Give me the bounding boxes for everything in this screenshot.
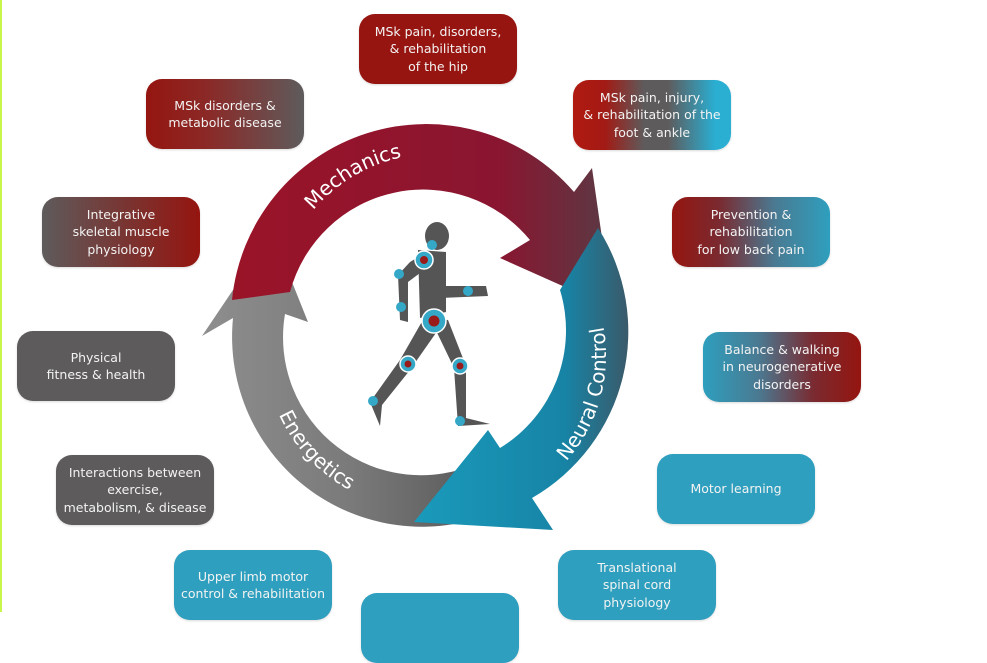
back-ankle-joint-icon [368, 396, 378, 406]
topic-foot-ankle: MSk pain, injury, & rehabilitation of th… [573, 80, 731, 150]
topic-upper-limb: Upper limb motor control & rehabilitatio… [174, 550, 332, 620]
topic-spinal-cord: Translational spinal cord physiology [558, 550, 716, 620]
topic-skeletal-muscle: Integrative skeletal muscle physiology [42, 197, 200, 267]
left-edge-border [0, 0, 2, 612]
topic-motor-learning: Motor learning [657, 454, 815, 524]
front-ankle-joint-icon [455, 416, 465, 426]
topic-msk-metabolic: MSk disorders & metabolic disease [146, 79, 304, 149]
topic-physical-fitness: Physical fitness & health [17, 331, 175, 401]
wrist-joint-icon [396, 302, 406, 312]
neural-control-arrow [414, 228, 629, 530]
topic-balance-walking: Balance & walking in neurogenerative dis… [703, 332, 861, 402]
cycle-diagram: Mechanics Neural Control Energetics [202, 124, 629, 530]
topic-bottom-partial [361, 593, 519, 663]
topic-exercise-metabolism: Interactions between exercise, metabolis… [56, 455, 214, 525]
topic-hip: MSk pain, disorders, & rehabilitation of… [359, 14, 517, 84]
topic-low-back: Prevention & rehabilitation for low back… [672, 197, 830, 267]
mechanics-arrow [232, 124, 612, 308]
joint-markers [368, 240, 473, 426]
neck-joint-icon [427, 240, 437, 250]
front-wrist-joint-icon [463, 286, 473, 296]
energetics-arrow [202, 232, 500, 527]
elbow-joint-icon [394, 269, 404, 279]
